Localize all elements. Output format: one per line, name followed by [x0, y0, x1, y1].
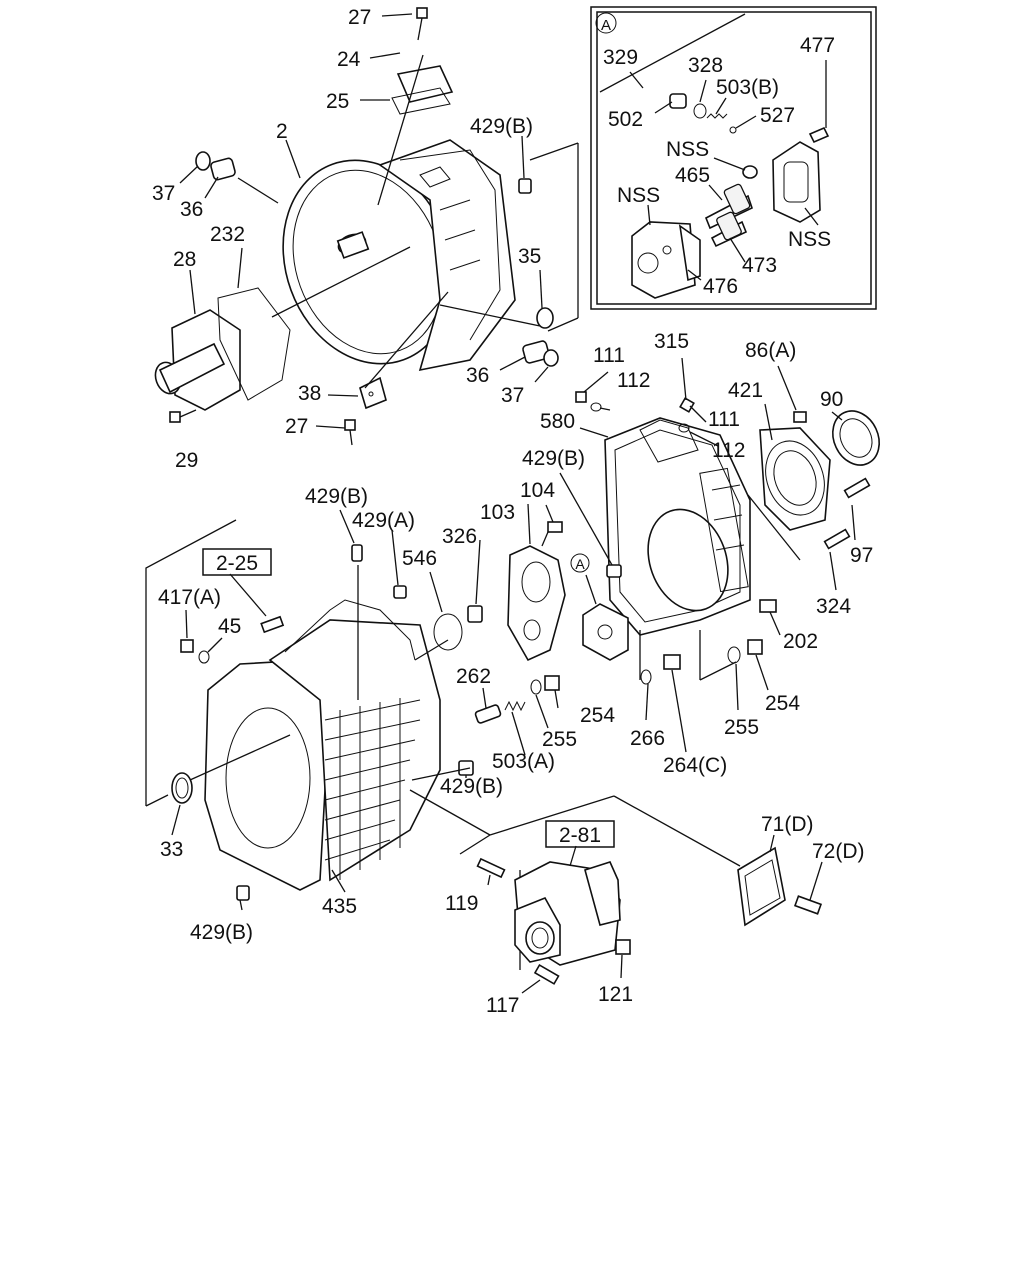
label-86a: 86(A)	[745, 339, 796, 362]
ref-box-2-25: 2-25	[216, 552, 258, 575]
inset-label-nss-2: NSS	[617, 184, 660, 207]
label-25: 25	[326, 90, 349, 113]
pto-group	[409, 789, 823, 994]
inset-label-465: 465	[675, 164, 710, 187]
label-435: 435	[322, 895, 357, 918]
label-417a: 417(A)	[158, 586, 221, 609]
label-37-left: 37	[152, 182, 175, 205]
label-121: 121	[598, 983, 633, 1006]
label-103: 103	[480, 501, 515, 524]
inset-label-329: 329	[603, 46, 638, 69]
clutch-housing-group	[154, 7, 579, 446]
label-254-right: 254	[765, 692, 800, 715]
label-90: 90	[820, 388, 843, 411]
label-232: 232	[210, 223, 245, 246]
label-111-top: 111	[593, 344, 625, 367]
label-33: 33	[160, 838, 183, 861]
ref-box-2-81: 2-81	[559, 824, 601, 847]
inset-label-328: 328	[688, 54, 723, 77]
middle-parts-group: A	[236, 503, 629, 911]
label-45: 45	[218, 615, 241, 638]
label-71d: 71(D)	[761, 813, 814, 836]
inset-label-473: 473	[742, 254, 777, 277]
inset-label-476: 476	[703, 275, 738, 298]
label-315: 315	[654, 330, 689, 353]
inset-label-nss-3: NSS	[788, 228, 831, 251]
label-202: 202	[783, 630, 818, 653]
label-546: 546	[402, 547, 437, 570]
label-29: 29	[175, 449, 198, 472]
label-429b-top: 429(B)	[470, 115, 533, 138]
main-case-group	[145, 519, 471, 893]
label-35: 35	[518, 245, 541, 268]
label-36-right: 36	[466, 364, 489, 387]
label-117: 117	[486, 994, 519, 1017]
reference-boxes: 2-25 2-81	[202, 548, 615, 848]
label-429b-mid: 429(B)	[522, 447, 585, 470]
label-38: 38	[298, 382, 321, 405]
label-2: 2	[276, 120, 288, 143]
label-266: 266	[630, 727, 665, 750]
label-255-mid: 255	[542, 728, 577, 751]
label-112-top: 112	[617, 369, 650, 392]
label-421: 421	[728, 379, 763, 402]
label-28: 28	[173, 248, 196, 271]
label-24: 24	[337, 48, 361, 71]
label-580: 580	[540, 410, 575, 433]
label-36-left: 36	[180, 198, 203, 221]
label-27-bottom: 27	[285, 415, 308, 438]
part-labels: 27 24 25 2 429(B) 37 36 232 28 35 36 37 …	[152, 6, 873, 1017]
label-112-mid: 112	[712, 439, 745, 462]
label-429b-left: 429(B)	[305, 485, 368, 508]
inset-label-527: 527	[760, 104, 795, 127]
label-254-mid: 254	[580, 704, 615, 727]
label-27-top: 27	[348, 6, 371, 29]
label-324: 324	[816, 595, 851, 618]
label-503a: 503(A)	[492, 750, 555, 773]
inset-label-477: 477	[800, 34, 835, 57]
label-37-right: 37	[501, 384, 524, 407]
label-262: 262	[456, 665, 491, 688]
label-104: 104	[520, 479, 555, 502]
rear-cover-group	[559, 357, 880, 753]
inset-label-503b: 503(B)	[716, 76, 779, 99]
inset-detail-a: A 329 328 503	[590, 6, 877, 310]
label-429b-case: 429(B)	[440, 775, 503, 798]
label-97: 97	[850, 544, 873, 567]
label-429b-bottom: 429(B)	[190, 921, 253, 944]
label-119: 119	[445, 892, 478, 915]
inset-label-502: 502	[608, 108, 643, 131]
inset-marker: A	[601, 17, 611, 34]
label-255-right: 255	[724, 716, 759, 739]
label-111-mid: 111	[708, 408, 740, 431]
label-264c: 264(C)	[663, 754, 727, 777]
inset-label-nss-1: NSS	[666, 138, 709, 161]
marker-a-main: A	[575, 556, 585, 572]
label-429a: 429(A)	[352, 509, 415, 532]
label-326: 326	[442, 525, 477, 548]
label-72d: 72(D)	[812, 840, 865, 863]
